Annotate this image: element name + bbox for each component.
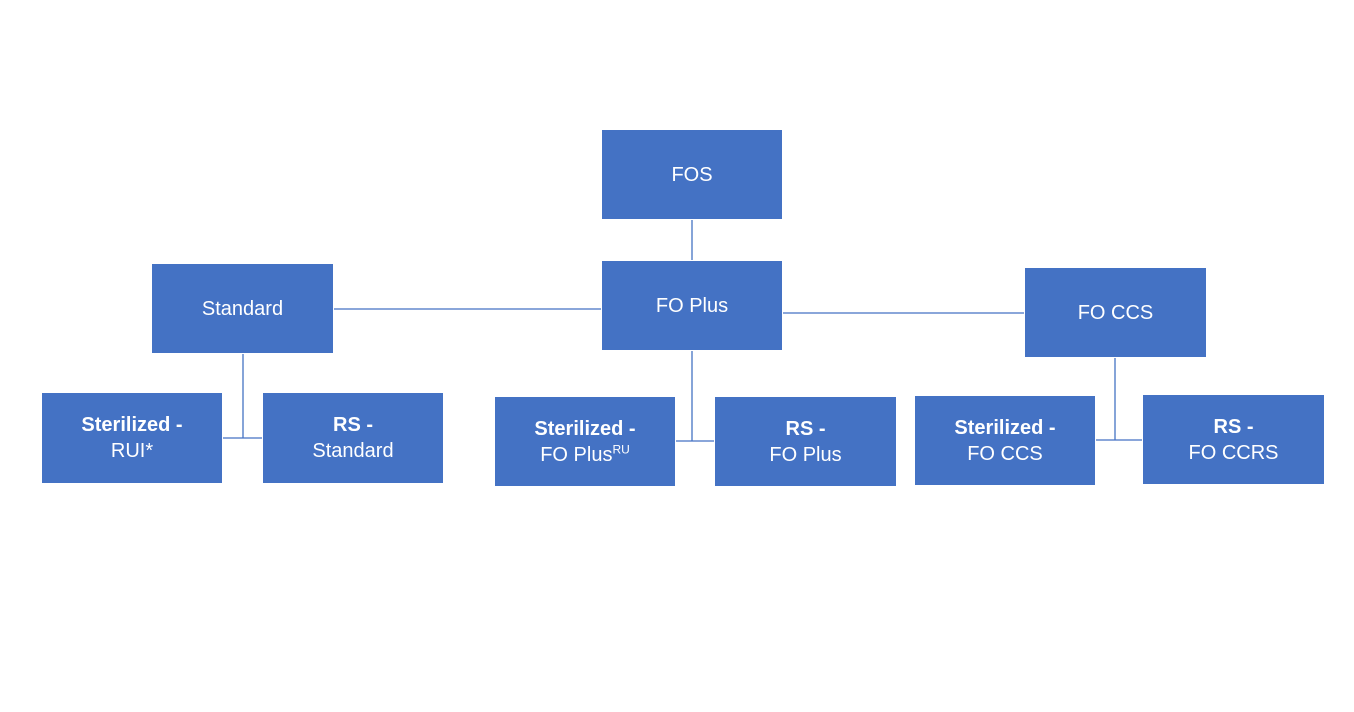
node-sterilized-fo-plus-title: Sterilized - (534, 417, 636, 440)
node-sterilized-fo-ccs: Sterilized - FO CCS (914, 395, 1096, 486)
node-fos-label: FOS (671, 163, 713, 186)
node-sterilized-fo-plus: Sterilized - FO PlusRU (494, 396, 676, 487)
node-rs-fo-plus-sub: FO Plus (769, 443, 842, 466)
node-sterilized-standard-title: Sterilized - (81, 414, 183, 436)
node-rs-fo-ccrs-title: RS - (1213, 415, 1254, 438)
node-standard: Standard (151, 263, 334, 354)
node-rs-fo-ccrs-sub: FO CCRS (1188, 441, 1279, 464)
node-rs-standard-sub: Standard (312, 440, 394, 462)
node-fo-plus-label: FO Plus (655, 294, 729, 317)
node-rs-standard-title: RS - (333, 414, 373, 436)
node-fo-ccs: FO CCS (1024, 267, 1207, 358)
node-rs-fo-plus-title: RS - (785, 417, 826, 440)
node-standard-label: Standard (201, 297, 284, 320)
node-sterilized-fo-ccs-title: Sterilized - (954, 416, 1056, 439)
node-sterilized-fo-ccs-sub: FO CCS (967, 442, 1043, 465)
node-sterilized-fo-plus-sub-wrap: FO PlusRU (540, 442, 630, 468)
node-sterilized-standard-sub: RUI* (110, 440, 154, 462)
node-sterilized-standard: Sterilized - RUI* (41, 392, 223, 484)
node-rs-fo-ccrs: RS - FO CCRS (1142, 394, 1325, 485)
node-rs-standard: RS - Standard (262, 392, 444, 484)
node-fo-ccs-label: FO CCS (1077, 301, 1154, 324)
node-rs-fo-plus: RS - FO Plus (714, 396, 897, 487)
node-sterilized-fo-plus-sup: RU (612, 441, 630, 456)
node-sterilized-fo-plus-sub: FO Plus (540, 443, 613, 466)
node-fo-plus: FO Plus (601, 260, 783, 351)
node-fos: FOS (601, 129, 783, 220)
